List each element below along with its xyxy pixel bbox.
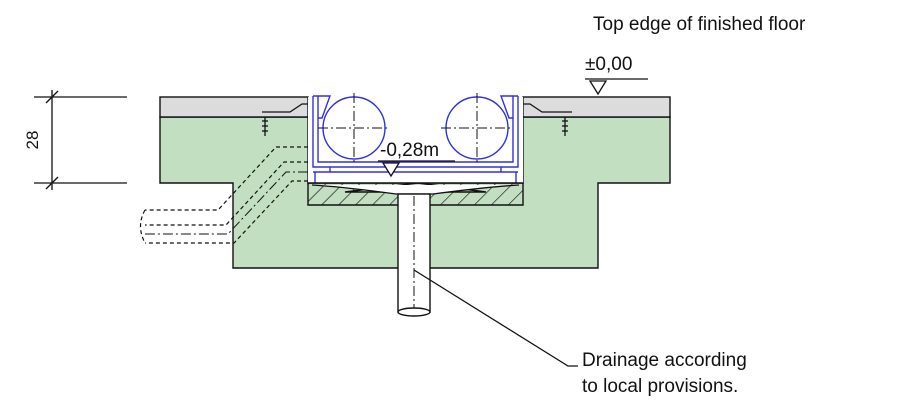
drainage-label-line1: Drainage according: [582, 350, 747, 371]
pipe-centerlines: [318, 93, 513, 165]
drainage-channel: [312, 95, 519, 183]
channel-level-label: -0,28m: [380, 140, 439, 161]
drainage-label-line2: to local provisions.: [582, 376, 738, 397]
channel-level-marker: [378, 160, 455, 178]
depth-dimension-label: 28: [23, 131, 42, 150]
floor-top-label: Top edge of finished floor: [593, 14, 806, 35]
floor-level-label: ±0,00: [585, 54, 632, 75]
channel-recess: [308, 97, 523, 183]
anchor-left: [262, 117, 268, 136]
screed-layer-left: [159, 96, 309, 118]
side-pipe-centerline: [145, 171, 308, 235]
depth-dimension: [34, 90, 127, 190]
floor-level-marker: [585, 78, 648, 96]
screed-layer-right: [522, 96, 671, 118]
drain-pipe-end: [397, 307, 431, 317]
side-drain-pipe-dashed: [139, 146, 308, 244]
anchor-right: [562, 117, 568, 136]
edge-detail-right: [520, 103, 572, 113]
edge-detail-left: [262, 103, 310, 113]
drainage-leader-line: [413, 269, 578, 367]
